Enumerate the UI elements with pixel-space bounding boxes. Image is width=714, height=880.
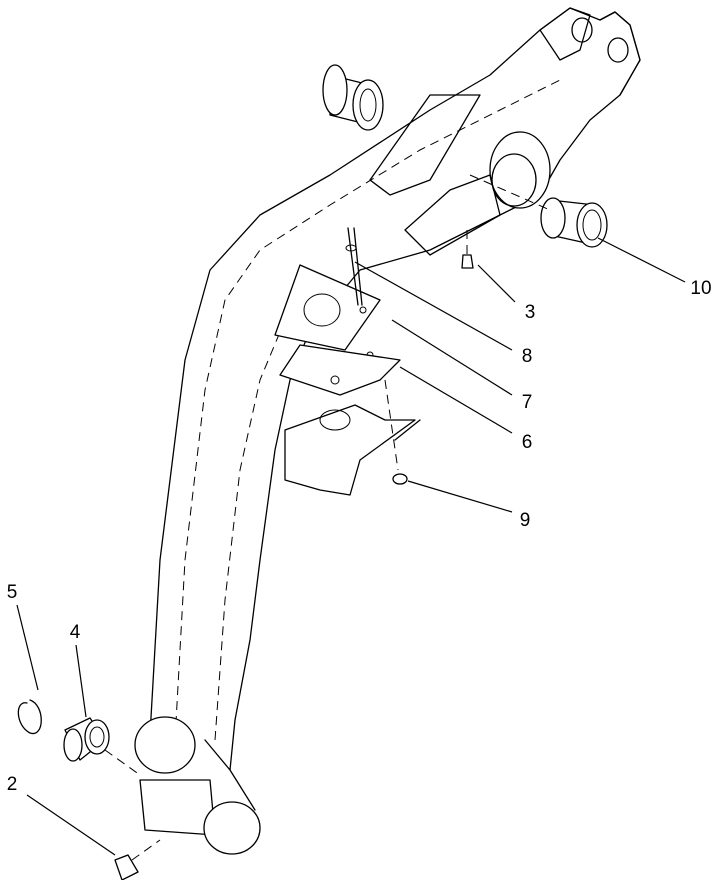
arm-bracket: [284, 404, 421, 496]
callout-4: 4: [70, 622, 81, 643]
snap-ring: [17, 699, 42, 734]
grease-fitting-lower: [114, 839, 161, 880]
leader-lines: [16, 237, 686, 856]
callout-5: 5: [7, 582, 18, 603]
upper-bushing: [322, 64, 384, 131]
callout-2: 2: [7, 774, 18, 795]
pivot-bearing: [63, 717, 141, 776]
mounting-plate-lower: [279, 344, 401, 396]
callout-9: 9: [520, 510, 531, 531]
lock-pin: [345, 227, 363, 306]
pivot-bushing: [469, 174, 608, 248]
callout-10: 10: [690, 278, 711, 299]
washer: [384, 379, 408, 485]
callout-8: 8: [522, 346, 533, 367]
callout-3: 3: [525, 302, 536, 323]
mounting-plate-upper: [274, 264, 381, 359]
grease-fitting-upper: [461, 230, 474, 269]
callout-7: 7: [522, 392, 533, 413]
loader-arm: [134, 7, 641, 855]
callout-6: 6: [522, 432, 533, 453]
